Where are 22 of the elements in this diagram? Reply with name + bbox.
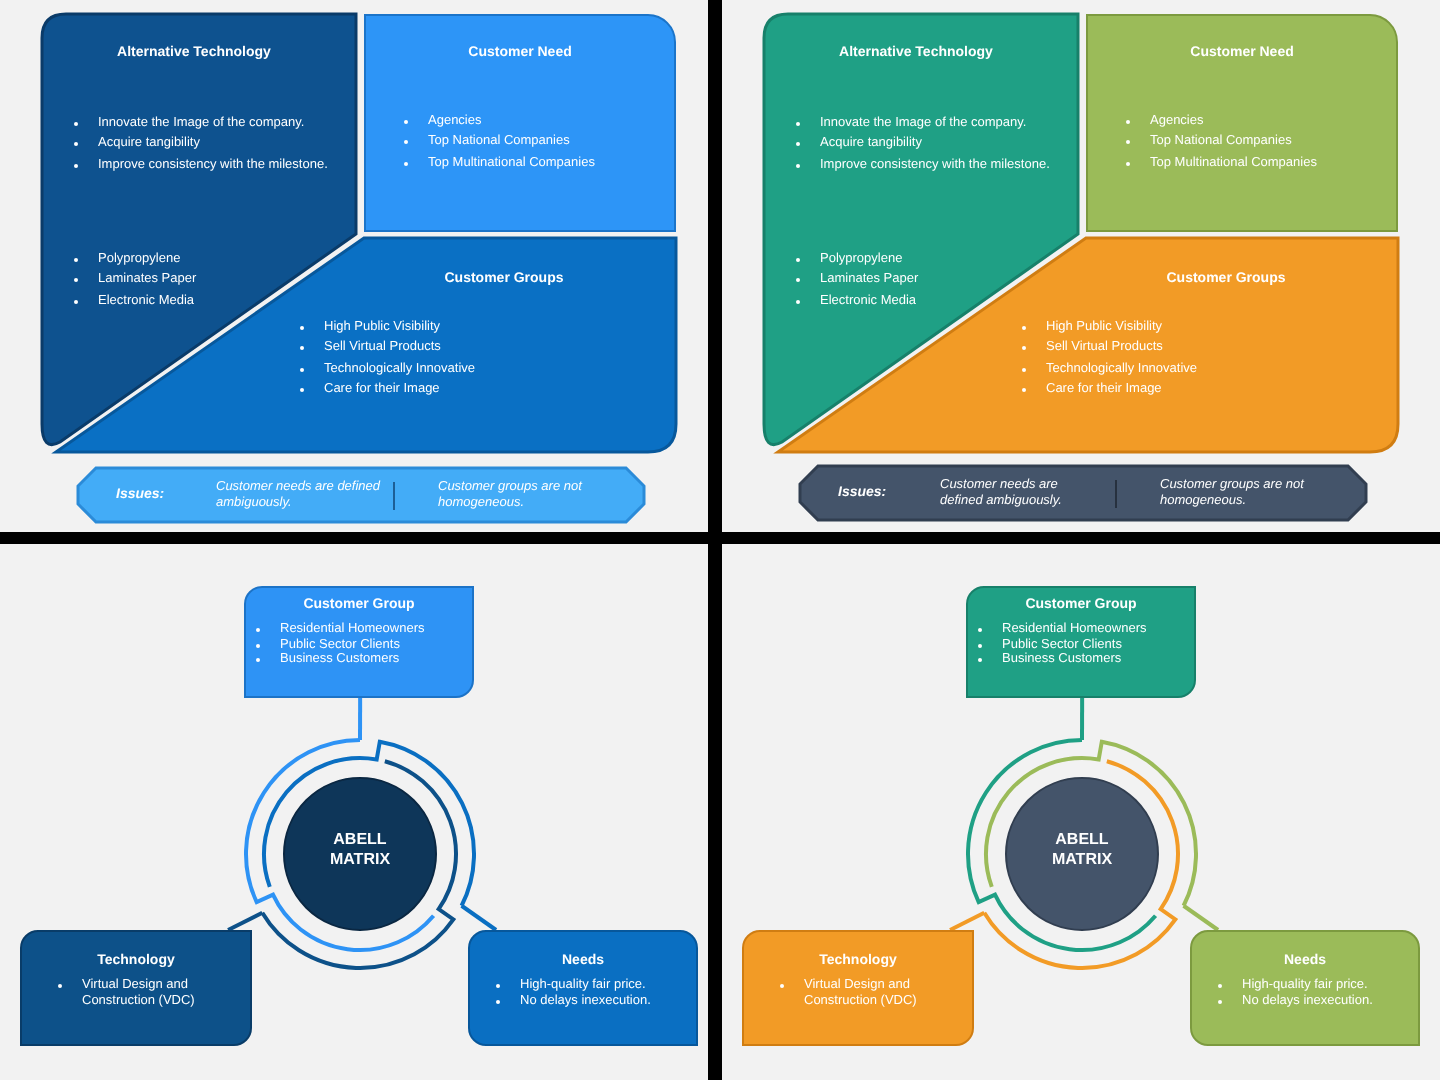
connector-line	[1182, 904, 1220, 932]
connector-line	[358, 698, 363, 740]
info-card	[468, 930, 698, 1046]
connector-line	[949, 910, 986, 932]
matrix-panel	[778, 238, 1398, 452]
issues-banner	[800, 466, 1366, 520]
connector-line	[227, 910, 264, 932]
matrix-ring	[966, 738, 1198, 970]
matrix-panel	[56, 238, 676, 452]
info-card	[966, 586, 1196, 698]
info-card	[20, 930, 252, 1046]
matrix-title: ABELL MATRIX	[1049, 830, 1115, 870]
matrix-title: ABELL MATRIX	[327, 830, 393, 870]
connector-line	[460, 904, 498, 932]
info-card	[742, 930, 974, 1046]
info-card	[1190, 930, 1420, 1046]
matrix-panel	[364, 14, 676, 232]
info-card	[244, 586, 474, 698]
connector-line	[1080, 698, 1085, 740]
matrix-ring	[244, 738, 476, 970]
matrix-panel	[1086, 14, 1398, 232]
issues-banner	[78, 468, 644, 522]
